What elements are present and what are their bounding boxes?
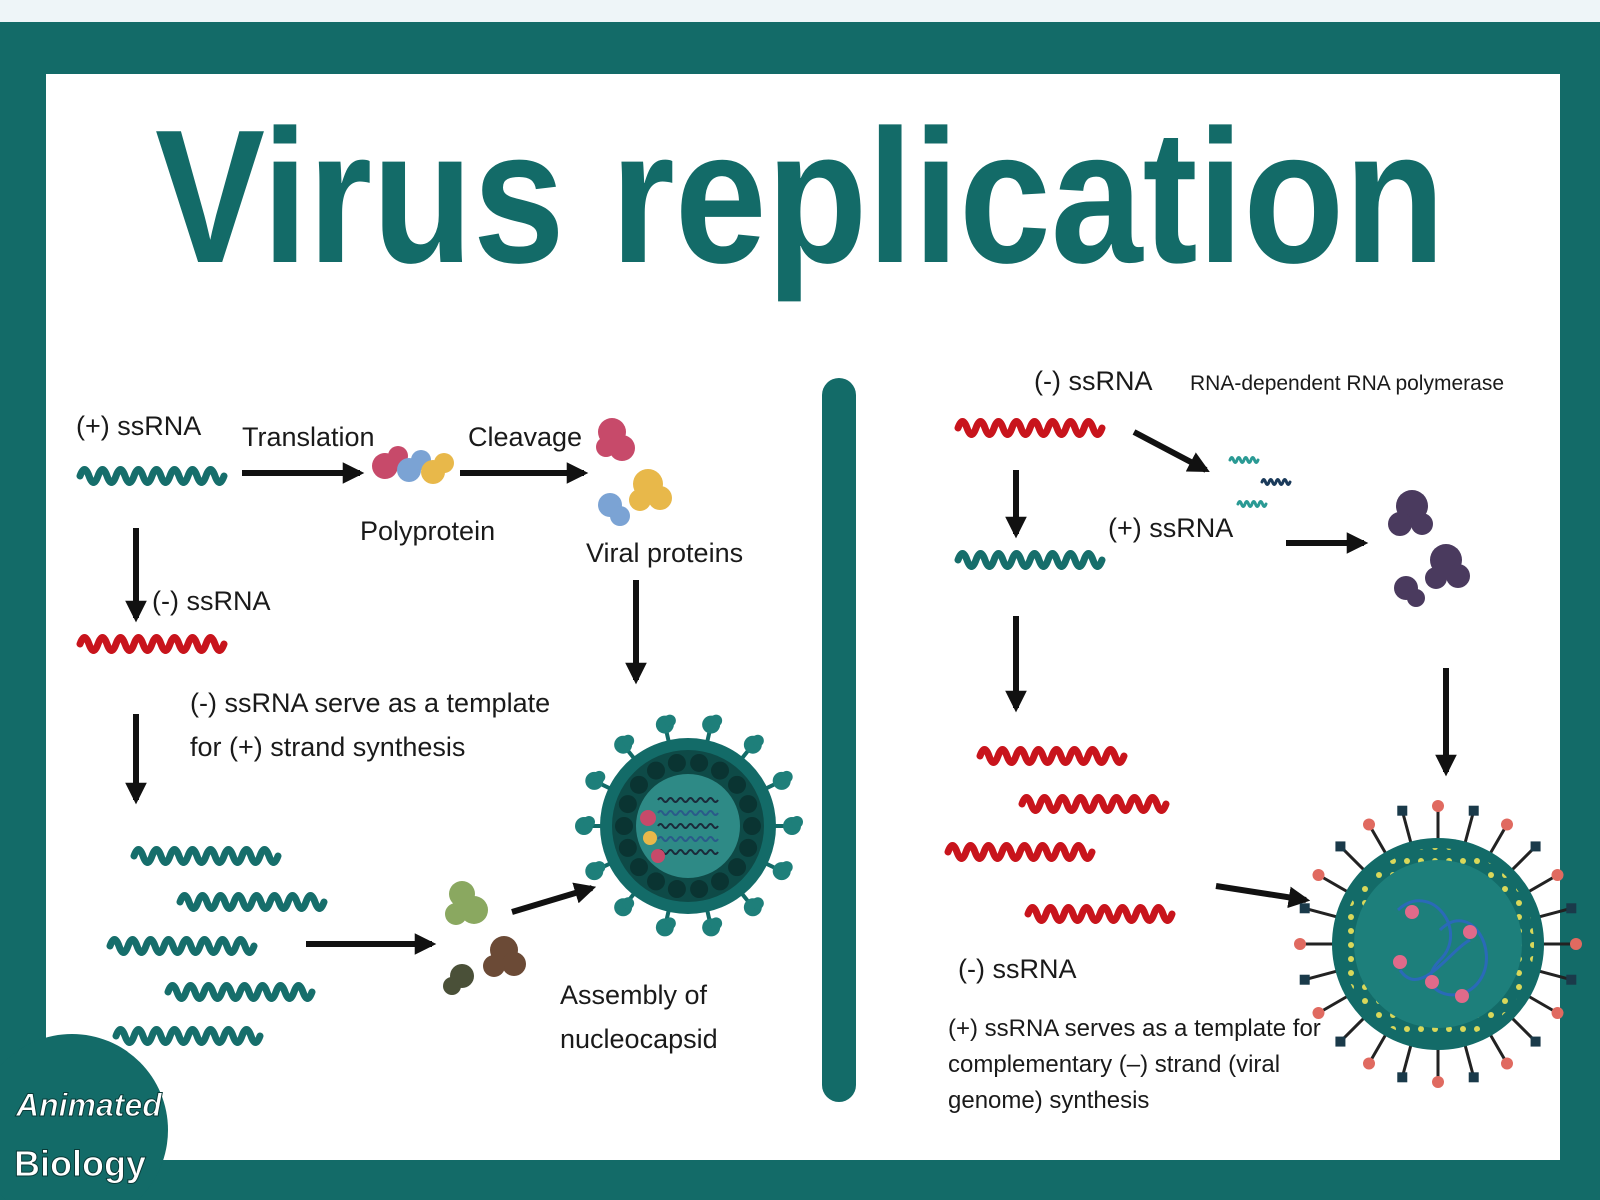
envelope-proteins-icon [1388, 490, 1470, 607]
nucleocapsid-virion-icon [575, 714, 803, 937]
right-minus-strand-stack-3 [944, 842, 1096, 862]
cleavage-label: Cleavage [468, 422, 582, 452]
left-plus-strand-stack-3 [106, 936, 258, 956]
left-template-line-2: for (+) strand synthesis [190, 732, 465, 762]
assembly-line-1: Assembly of [560, 980, 708, 1010]
logo-line-2: Biology [14, 1143, 146, 1184]
left-plus-strand-stack-5 [112, 1026, 264, 1046]
right-plus-strand [954, 550, 1106, 570]
center-divider [822, 378, 856, 1102]
polymerase-label: RNA-dependent RNA polymerase [1190, 372, 1504, 395]
right-template-line-1: (+) ssRNA serves as a template for [948, 1015, 1321, 1042]
translation-label: Translation [242, 422, 375, 452]
polyprotein-icon [372, 446, 454, 484]
page-title: Virus replication [155, 91, 1445, 303]
right-template-line-3: genome) synthesis [948, 1087, 1149, 1114]
polyprotein-label: Polyprotein [360, 516, 495, 546]
right-plus-ssrna-label: (+) ssRNA [1108, 513, 1233, 543]
left-plus-strand-stack-1 [130, 846, 282, 866]
right-minus-ssrna-bottom-label: (-) ssRNA [958, 954, 1076, 984]
viral-proteins-label: Viral proteins [586, 538, 743, 568]
assembly-line-2: nucleocapsid [560, 1024, 718, 1054]
assembled-proteins-icon [443, 881, 526, 995]
logo-line-1: Animated [15, 1087, 163, 1123]
enveloped-virion-icon [1294, 800, 1582, 1088]
right-minus-strand-stack-4 [1024, 904, 1176, 924]
right-minus-strand-stack-1 [976, 746, 1128, 766]
strands-to-virion-arrow [1215, 883, 1311, 909]
right-minus-ssrna-label: (-) ssRNA [1034, 366, 1152, 396]
left-template-line-1: (-) ssRNA serve as a template [190, 688, 550, 718]
left-minus-ssrna-label: (-) ssRNA [152, 586, 270, 616]
viral-proteins-icon [596, 418, 672, 526]
left-plus-ssrna-label: (+) ssRNA [76, 411, 201, 441]
to-polymerase-arrow [1132, 429, 1210, 473]
proteins-to-virion-arrow [511, 882, 597, 915]
right-minus-strand-top [954, 418, 1106, 438]
polymerase-strands-icon [1228, 456, 1292, 508]
animated-biology-logo: Animated Biology [0, 1034, 168, 1200]
left-minus-strand [76, 634, 228, 654]
left-plus-strand-top [76, 466, 228, 486]
right-minus-strand-stack-2 [1018, 794, 1170, 814]
left-plus-strand-stack-4 [164, 982, 316, 1002]
left-plus-strand-stack-2 [176, 892, 328, 912]
right-template-line-2: complementary (–) strand (viral [948, 1051, 1280, 1078]
